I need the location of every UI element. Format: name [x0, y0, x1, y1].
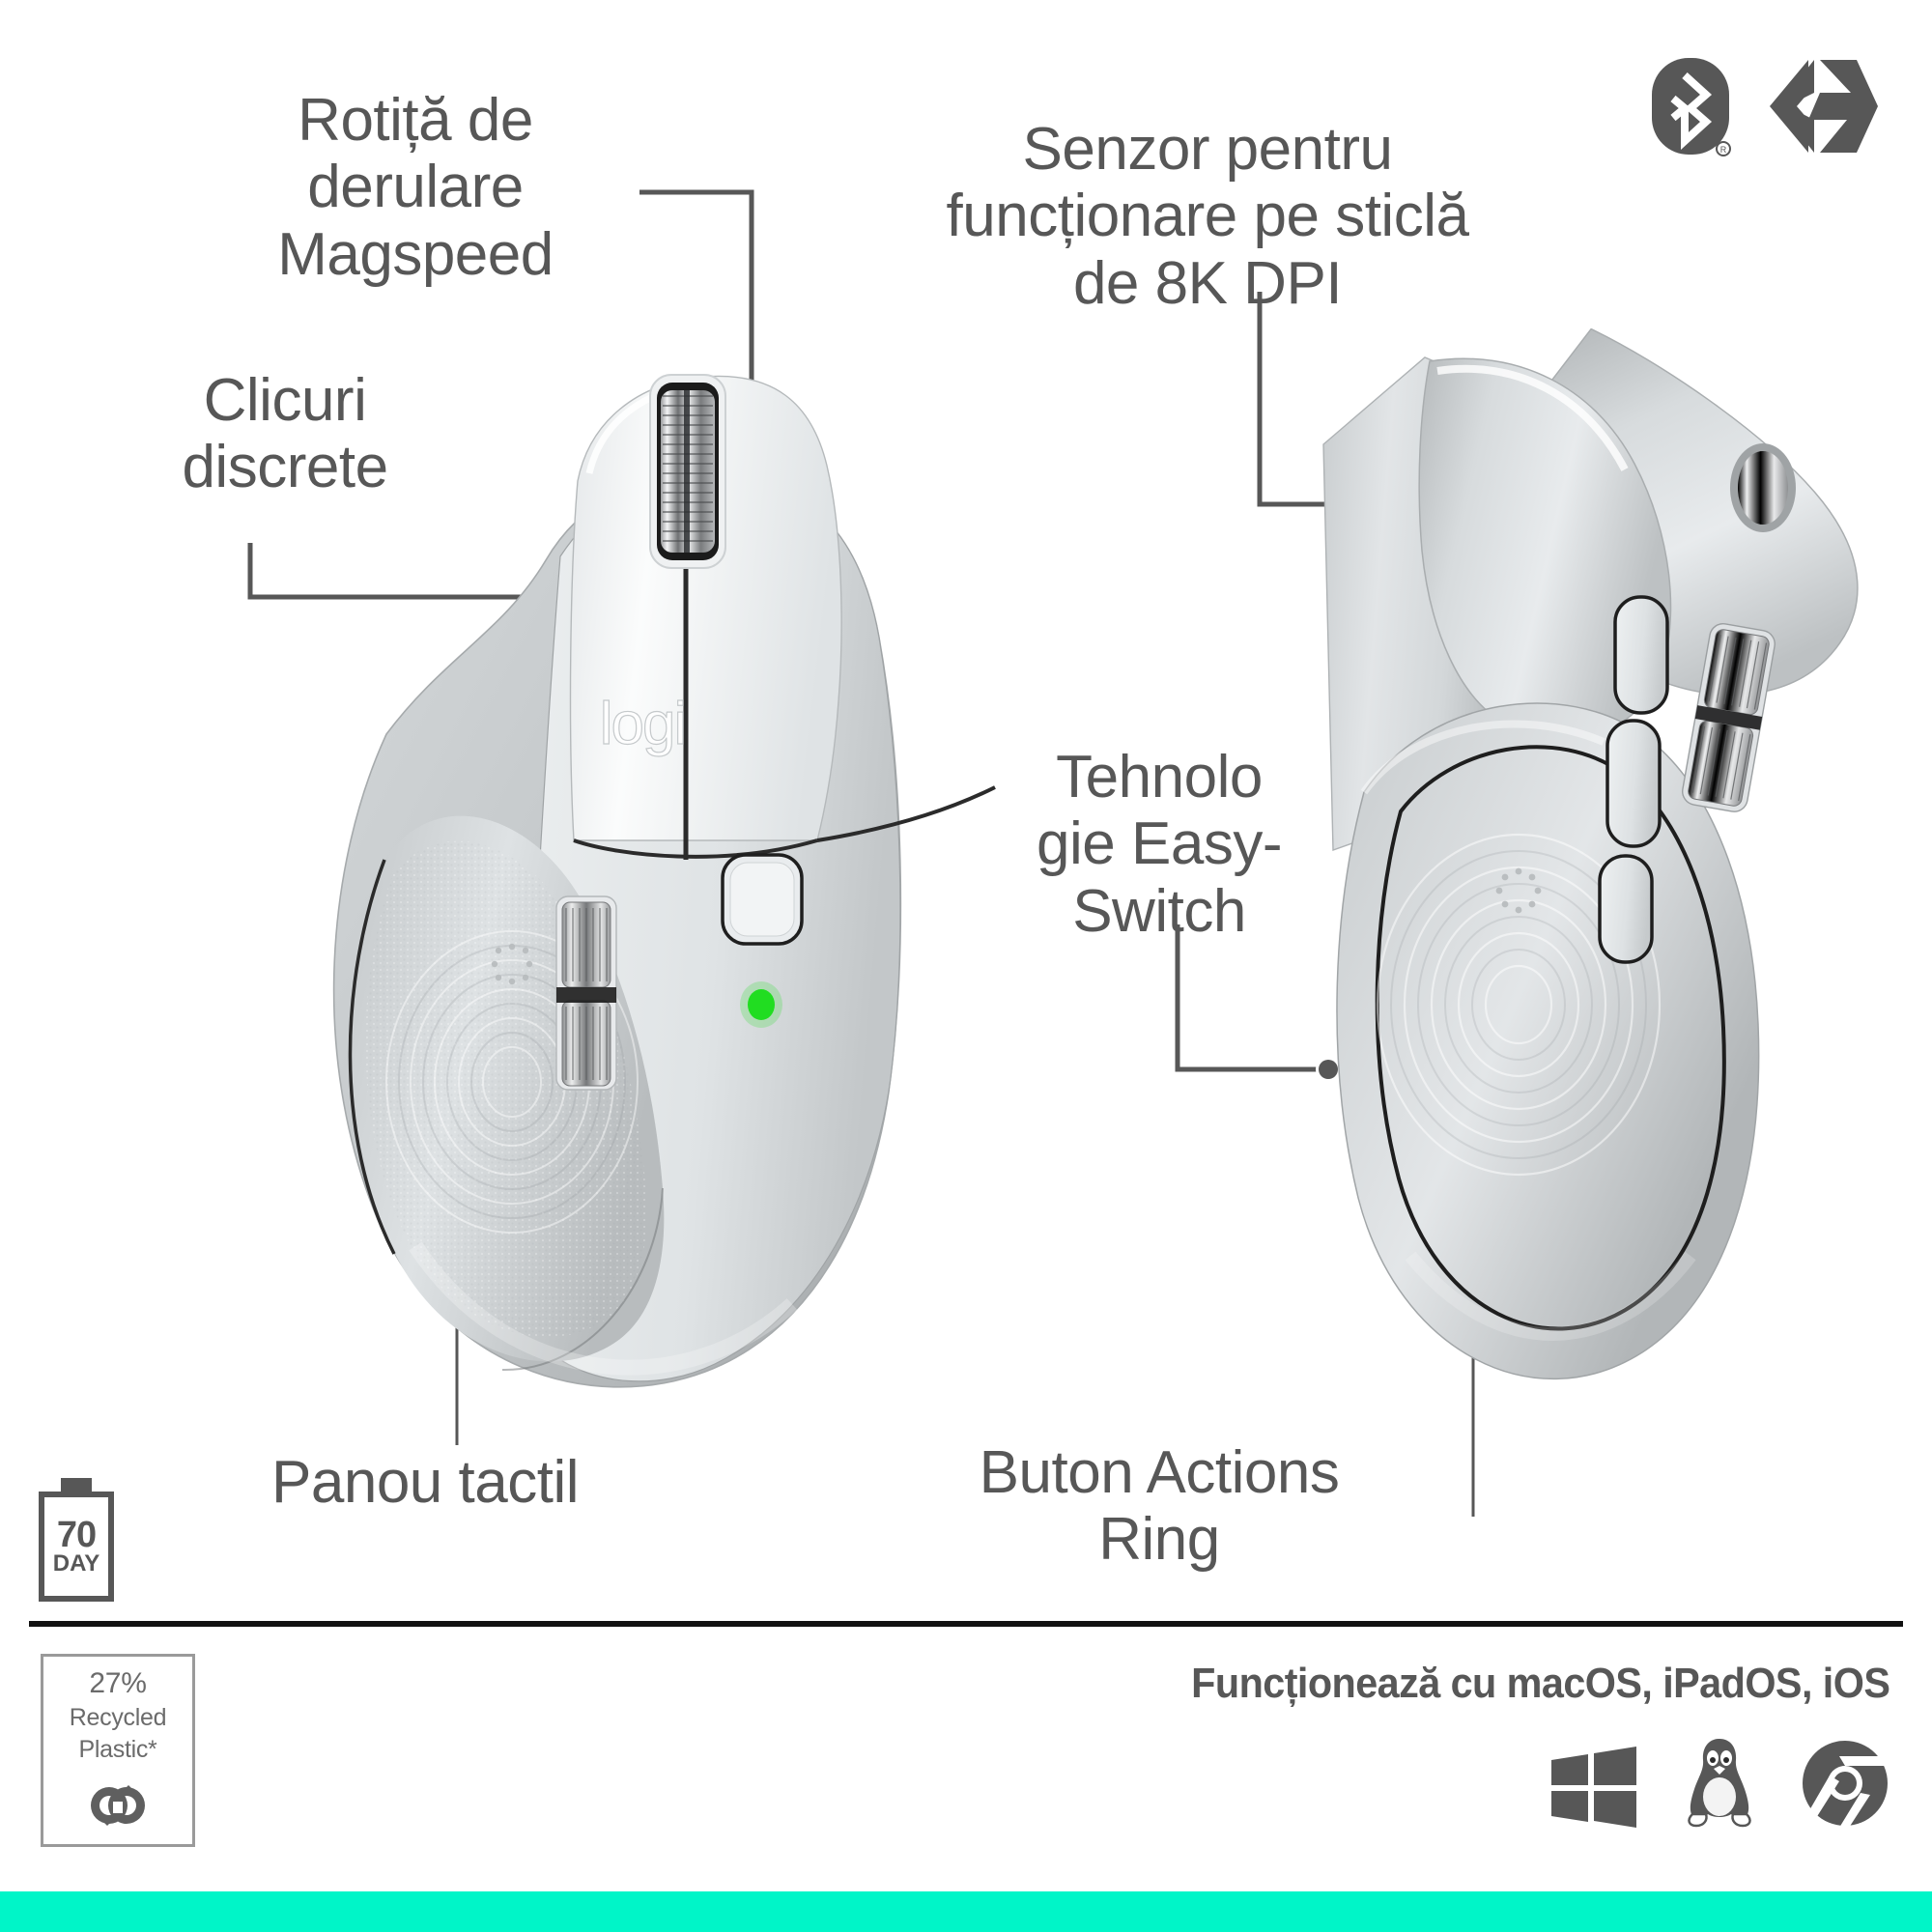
compatibility-block: Funcționează cu macOS, iPadOS, iOS: [1147, 1660, 1890, 1833]
section-divider: [29, 1621, 1903, 1627]
mouse-side-view-image: [1275, 327, 1874, 1473]
os-icon-group: [1147, 1737, 1889, 1833]
bluetooth-icon: R: [1650, 56, 1731, 161]
windows-icon: [1549, 1747, 1638, 1833]
svg-text:logi: logi: [600, 691, 686, 757]
recycled-percent-value: 27%: [89, 1666, 147, 1699]
callout-sensor: Senzor pentru funcționare pe sticlă de 8…: [946, 116, 1469, 317]
brand-icon-group: R: [1650, 56, 1882, 161]
chrome-os-icon: [1801, 1739, 1889, 1833]
logi-wordmark: logi: [600, 691, 686, 757]
recycled-plastic-badge: 27% Recycled Plastic*: [41, 1654, 195, 1847]
recycling-loop-icon: [86, 1776, 150, 1840]
battery-days-value: 70: [56, 1514, 97, 1555]
recycled-label-line-2: Plastic*: [78, 1735, 157, 1763]
svg-text:R: R: [1720, 145, 1727, 155]
leader-line-easy-switch: [1174, 923, 1367, 1096]
callout-scroll-wheel: Rotiță de derulare Magspeed: [277, 87, 554, 288]
callout-quiet-clicks: Clicuri discrete: [182, 367, 388, 501]
logi-bolt-icon: [1766, 56, 1882, 161]
callout-easy-switch: Tehnolo gie Easy- Switch: [1037, 744, 1282, 945]
battery-days-unit: DAY: [52, 1550, 100, 1577]
mouse-top-view-image: logi logi: [270, 319, 1043, 1406]
callout-actions-ring: Buton Actions Ring: [979, 1439, 1340, 1574]
callout-touch-panel: Panou tactil: [271, 1449, 580, 1516]
linux-icon: [1681, 1737, 1758, 1833]
bottom-accent-bar: [0, 1891, 1932, 1932]
battery-terminal-icon: [61, 1478, 92, 1493]
recycled-label-line-1: Recycled: [69, 1704, 167, 1731]
battery-body-icon: 70 DAY: [39, 1492, 114, 1602]
battery-life-badge: 70 DAY: [39, 1478, 122, 1605]
compatibility-text: Funcționează cu macOS, iPadOS, iOS: [1190, 1660, 1890, 1707]
